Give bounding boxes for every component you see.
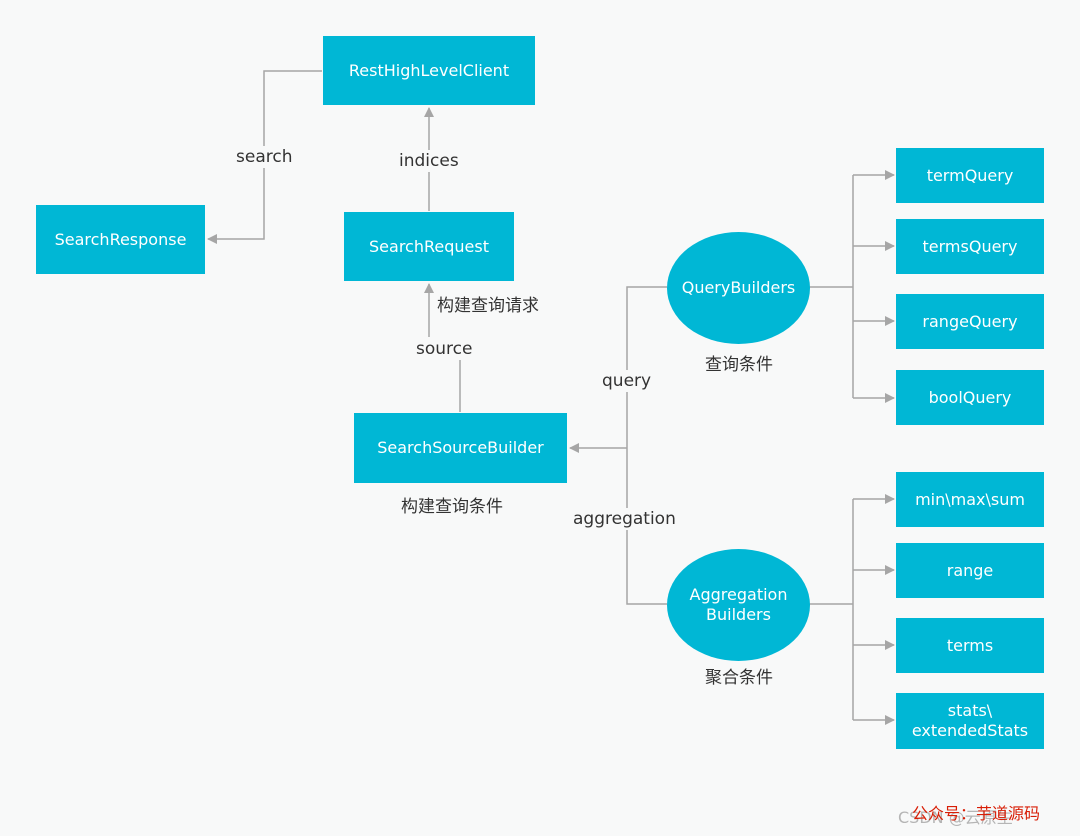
node-terms: terms <box>896 618 1044 673</box>
watermark-csdn: CSDN @云原生 <box>898 808 1013 827</box>
node-rest-high-level-client: RestHighLevelClient <box>323 36 535 105</box>
node-range: range <box>896 543 1044 598</box>
node-term-query: termQuery <box>896 148 1044 203</box>
edge-label-search: search <box>233 146 296 168</box>
node-range-query: rangeQuery <box>896 294 1044 349</box>
edge-label-aggregation: aggregation <box>570 508 679 530</box>
edge-label-source: source <box>413 338 476 360</box>
node-terms-query: termsQuery <box>896 219 1044 274</box>
node-min-max-sum: min\max\sum <box>896 472 1044 527</box>
node-search-response: SearchResponse <box>36 205 205 274</box>
caption-search-source-builder: 构建查询条件 <box>401 497 503 517</box>
edge-label-indices: indices <box>396 150 462 172</box>
node-search-source-builder: SearchSourceBuilder <box>354 413 567 483</box>
edge-label-query: query <box>599 370 655 392</box>
edge-query <box>626 286 667 605</box>
edge-label-build-request: 构建查询请求 <box>434 295 542 317</box>
node-search-request: SearchRequest <box>344 212 514 281</box>
node-query-builders: QueryBuilders <box>667 232 810 344</box>
watermark-account: 公众号：芋道源码 <box>912 804 1041 823</box>
caption-aggregation-builders: 聚合条件 <box>705 668 773 688</box>
node-bool-query: boolQuery <box>896 370 1044 425</box>
node-aggregation-builders: Aggregation Builders <box>667 549 810 661</box>
caption-query-builders: 查询条件 <box>705 355 773 375</box>
node-stats: stats\ extendedStats <box>896 693 1044 749</box>
